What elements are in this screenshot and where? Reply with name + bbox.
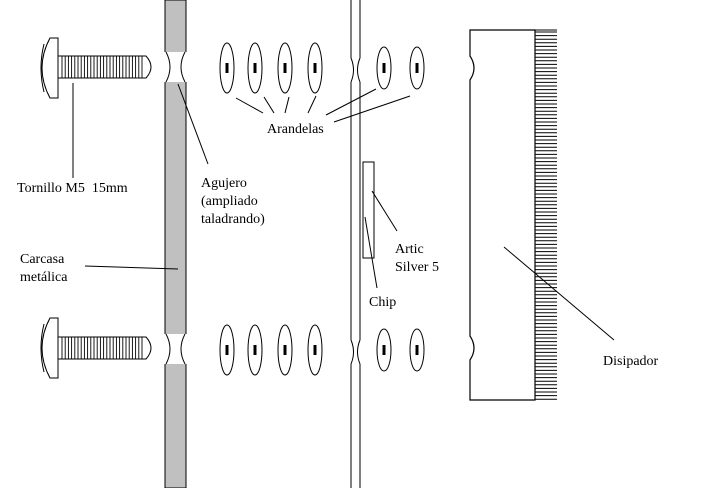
label-hole-line3: taladrando) <box>201 212 265 227</box>
chip-thermal-paste <box>362 161 375 259</box>
washer <box>219 42 235 94</box>
washer <box>409 46 425 90</box>
washer <box>277 42 293 94</box>
label-screw: Tornillo M5 15mm <box>17 181 128 196</box>
washer <box>277 324 293 376</box>
label-casing-line2: metálica <box>20 270 68 285</box>
leader-lines <box>72 83 615 341</box>
washer <box>307 324 323 376</box>
label-casing-line1: Carcasa <box>20 252 65 267</box>
washer <box>247 42 263 94</box>
washer <box>409 328 425 372</box>
label-hole-line1: Agujero <box>201 176 247 191</box>
label-washers: Arandelas <box>267 122 324 137</box>
label-hole-line2: (ampliado <box>201 194 258 209</box>
washer <box>307 42 323 94</box>
washer <box>247 324 263 376</box>
washer <box>376 328 392 372</box>
label-paste-line2: Silver 5 <box>395 260 439 275</box>
screw-bottom <box>40 317 152 379</box>
washers <box>219 42 425 376</box>
screw-top <box>40 37 152 99</box>
metal-casing <box>163 0 189 488</box>
circuit-board <box>346 0 368 488</box>
washer <box>376 46 392 90</box>
label-heatsink: Disipador <box>603 354 659 369</box>
heatsink <box>469 29 557 401</box>
label-paste-line1: Artic <box>395 242 424 257</box>
label-chip: Chip <box>369 295 397 310</box>
washer <box>219 324 235 376</box>
